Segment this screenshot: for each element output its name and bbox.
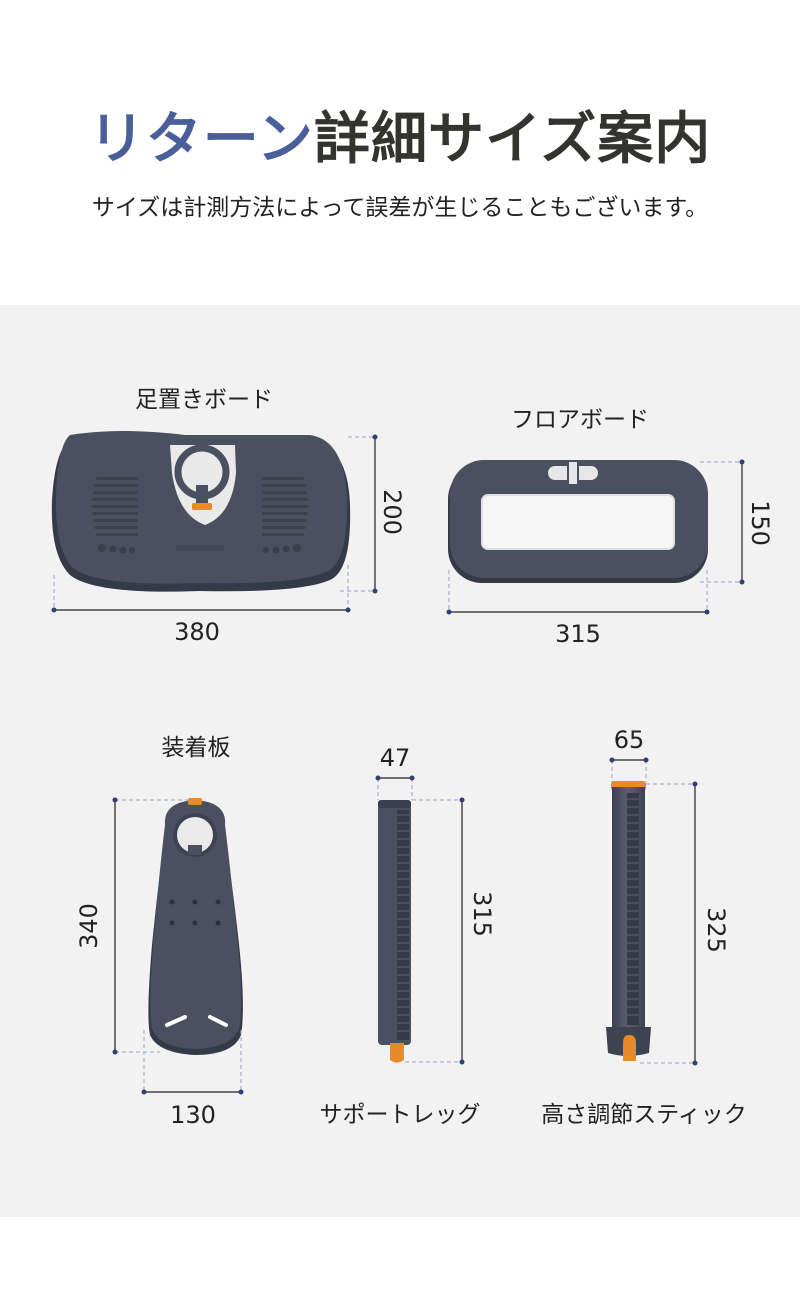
leg-width-label: 47 bbox=[380, 744, 411, 772]
stick-name: 高さ調節スティック bbox=[541, 1102, 747, 1128]
size-panel: 足置きボード 380 200 フロアボード 315 150 bbox=[0, 305, 800, 1217]
title-accent: リターン bbox=[88, 107, 314, 172]
footrest-name: 足置きボード bbox=[135, 387, 273, 413]
leg-ribs bbox=[397, 810, 409, 1040]
plate-dimensions bbox=[112, 797, 244, 1095]
height-stick bbox=[606, 781, 651, 1061]
title-rest: 詳細サイズ案内 bbox=[313, 107, 712, 172]
leg-dimensions bbox=[375, 775, 465, 1065]
leg-height-label: 315 bbox=[468, 891, 496, 937]
floor-width-label: 315 bbox=[555, 620, 601, 648]
footrest-dimensions bbox=[51, 434, 378, 613]
page-subtitle: サイズは計測方法によって誤差が生じることもございます。 bbox=[91, 195, 709, 221]
size-diagram: 足置きボード 380 200 フロアボード 315 150 bbox=[51, 387, 774, 1129]
plate-name: 装着板 bbox=[162, 735, 231, 761]
stick-width-label: 65 bbox=[614, 726, 645, 754]
floor-name: フロアボード bbox=[511, 407, 649, 433]
leg-name: サポートレッグ bbox=[320, 1102, 481, 1128]
mounting-plate bbox=[148, 798, 243, 1055]
footrest-board bbox=[51, 431, 351, 592]
plate-width-label: 130 bbox=[170, 1101, 216, 1129]
footrest-height-label: 200 bbox=[378, 489, 406, 535]
plate-height-label: 340 bbox=[75, 903, 103, 949]
floor-height-label: 150 bbox=[746, 500, 774, 546]
page-title: リターン詳細サイズ案内 bbox=[0, 100, 800, 180]
floor-board bbox=[448, 460, 708, 583]
stick-dimensions bbox=[609, 757, 698, 1066]
floor-dimensions bbox=[446, 459, 745, 615]
stick-height-label: 325 bbox=[702, 907, 730, 953]
footrest-width-label: 380 bbox=[174, 618, 220, 646]
support-leg bbox=[378, 800, 411, 1063]
